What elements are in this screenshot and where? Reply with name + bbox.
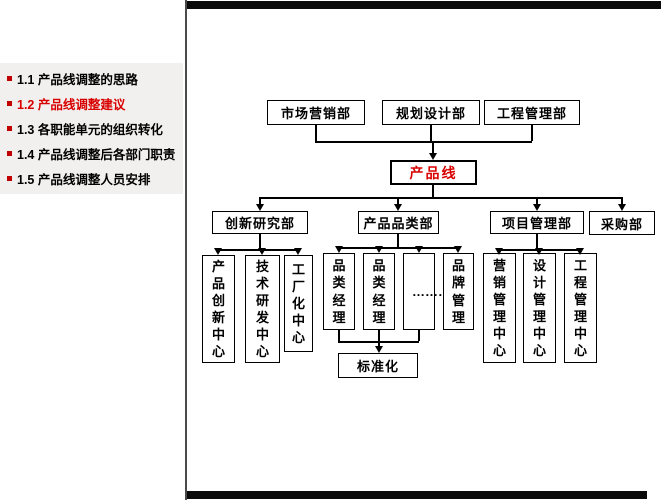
line <box>536 197 538 205</box>
agenda-panel: 1.1 产品线调整的思路 1.2 产品线调整建议 1.3 各职能单元的组织转化 … <box>0 63 183 194</box>
arrowhead <box>454 246 462 253</box>
agenda-item-1-1[interactable]: 1.1 产品线调整的思路 <box>0 66 183 91</box>
arrowhead <box>335 246 343 253</box>
arrowhead <box>258 248 266 255</box>
line <box>536 234 538 249</box>
line <box>531 125 533 141</box>
bullet-square-icon <box>7 151 12 156</box>
col-category-manager-2: 品类经理 <box>363 253 395 330</box>
arrowhead <box>429 153 437 160</box>
line <box>430 125 432 141</box>
arrowhead <box>576 248 584 255</box>
box-standardization: 标准化 <box>338 353 418 378</box>
vertical-divider <box>185 0 187 500</box>
bullet-square-icon <box>7 76 12 81</box>
arrowhead <box>533 204 541 211</box>
line <box>432 185 434 197</box>
box-procurement-dept: 采购部 <box>589 211 655 235</box>
col-marketing-mgmt-center: 营销管理中心 <box>483 253 516 363</box>
line <box>378 341 380 347</box>
col-product-innovation-center: 产品创新中心 <box>202 255 235 363</box>
box-marketing-dept: 市场营销部 <box>267 100 365 125</box>
box-product-category-dept: 产品品类部 <box>358 211 439 234</box>
arrowhead <box>495 248 503 255</box>
line <box>621 197 623 205</box>
agenda-item-label: 1.2 产品线调整建议 <box>17 98 126 112</box>
line <box>397 234 399 247</box>
agenda-item-1-3[interactable]: 1.3 各职能单元的组织转化 <box>0 116 183 141</box>
arrowhead <box>394 204 402 211</box>
line <box>397 197 399 205</box>
box-innovation-research-dept: 创新研究部 <box>212 211 308 234</box>
agenda-item-label: 1.5 产品线调整人员安排 <box>17 173 151 187</box>
col-design-mgmt-center: 设计管理中心 <box>523 253 556 363</box>
arrowhead <box>294 248 302 255</box>
agenda-item-label: 1.4 产品线调整后各部门职责 <box>17 148 176 162</box>
line <box>339 247 459 249</box>
arrowhead <box>375 246 383 253</box>
line <box>378 330 380 341</box>
bullet-square-icon <box>7 126 12 131</box>
box-project-mgmt-dept: 项目管理部 <box>490 211 584 234</box>
bottom-edge-bar <box>187 491 647 499</box>
line <box>315 141 532 143</box>
agenda-item-label: 1.1 产品线调整的思路 <box>17 73 138 87</box>
line <box>315 125 317 141</box>
col-factory-center: 工厂化中心 <box>284 255 313 352</box>
col-engineering-mgmt-center: 工程管理中心 <box>564 253 597 363</box>
arrowhead <box>256 204 264 211</box>
arrowhead <box>535 248 543 255</box>
top-edge-bar <box>187 1 661 9</box>
arrowhead <box>415 246 423 253</box>
arrowhead <box>618 204 626 211</box>
box-product-line: 产品线 <box>390 160 477 185</box>
col-tech-rd-center: 技术研发中心 <box>245 255 280 363</box>
line <box>432 141 434 154</box>
line <box>418 330 420 341</box>
col-category-manager-1: 品类经理 <box>323 253 355 330</box>
agenda-item-1-4[interactable]: 1.4 产品线调整后各部门职责 <box>0 141 183 166</box>
box-planning-design-dept: 规划设计部 <box>382 100 480 125</box>
line <box>338 330 340 341</box>
col-ellipsis: ………… <box>403 253 464 330</box>
line <box>259 197 622 199</box>
line <box>259 234 261 249</box>
agenda-item-label: 1.3 各职能单元的组织转化 <box>17 123 163 137</box>
line <box>259 197 261 205</box>
arrowhead <box>375 346 383 353</box>
box-engineering-mgmt-dept: 工程管理部 <box>484 100 580 125</box>
bullet-square-icon <box>7 176 12 181</box>
bullet-square-icon <box>7 101 12 106</box>
agenda-item-1-2[interactable]: 1.2 产品线调整建议 <box>0 91 183 116</box>
col-brand-mgmt: 品牌管理 <box>443 253 474 330</box>
agenda-item-1-5[interactable]: 1.5 产品线调整人员安排 <box>0 166 183 191</box>
arrowhead <box>214 248 222 255</box>
